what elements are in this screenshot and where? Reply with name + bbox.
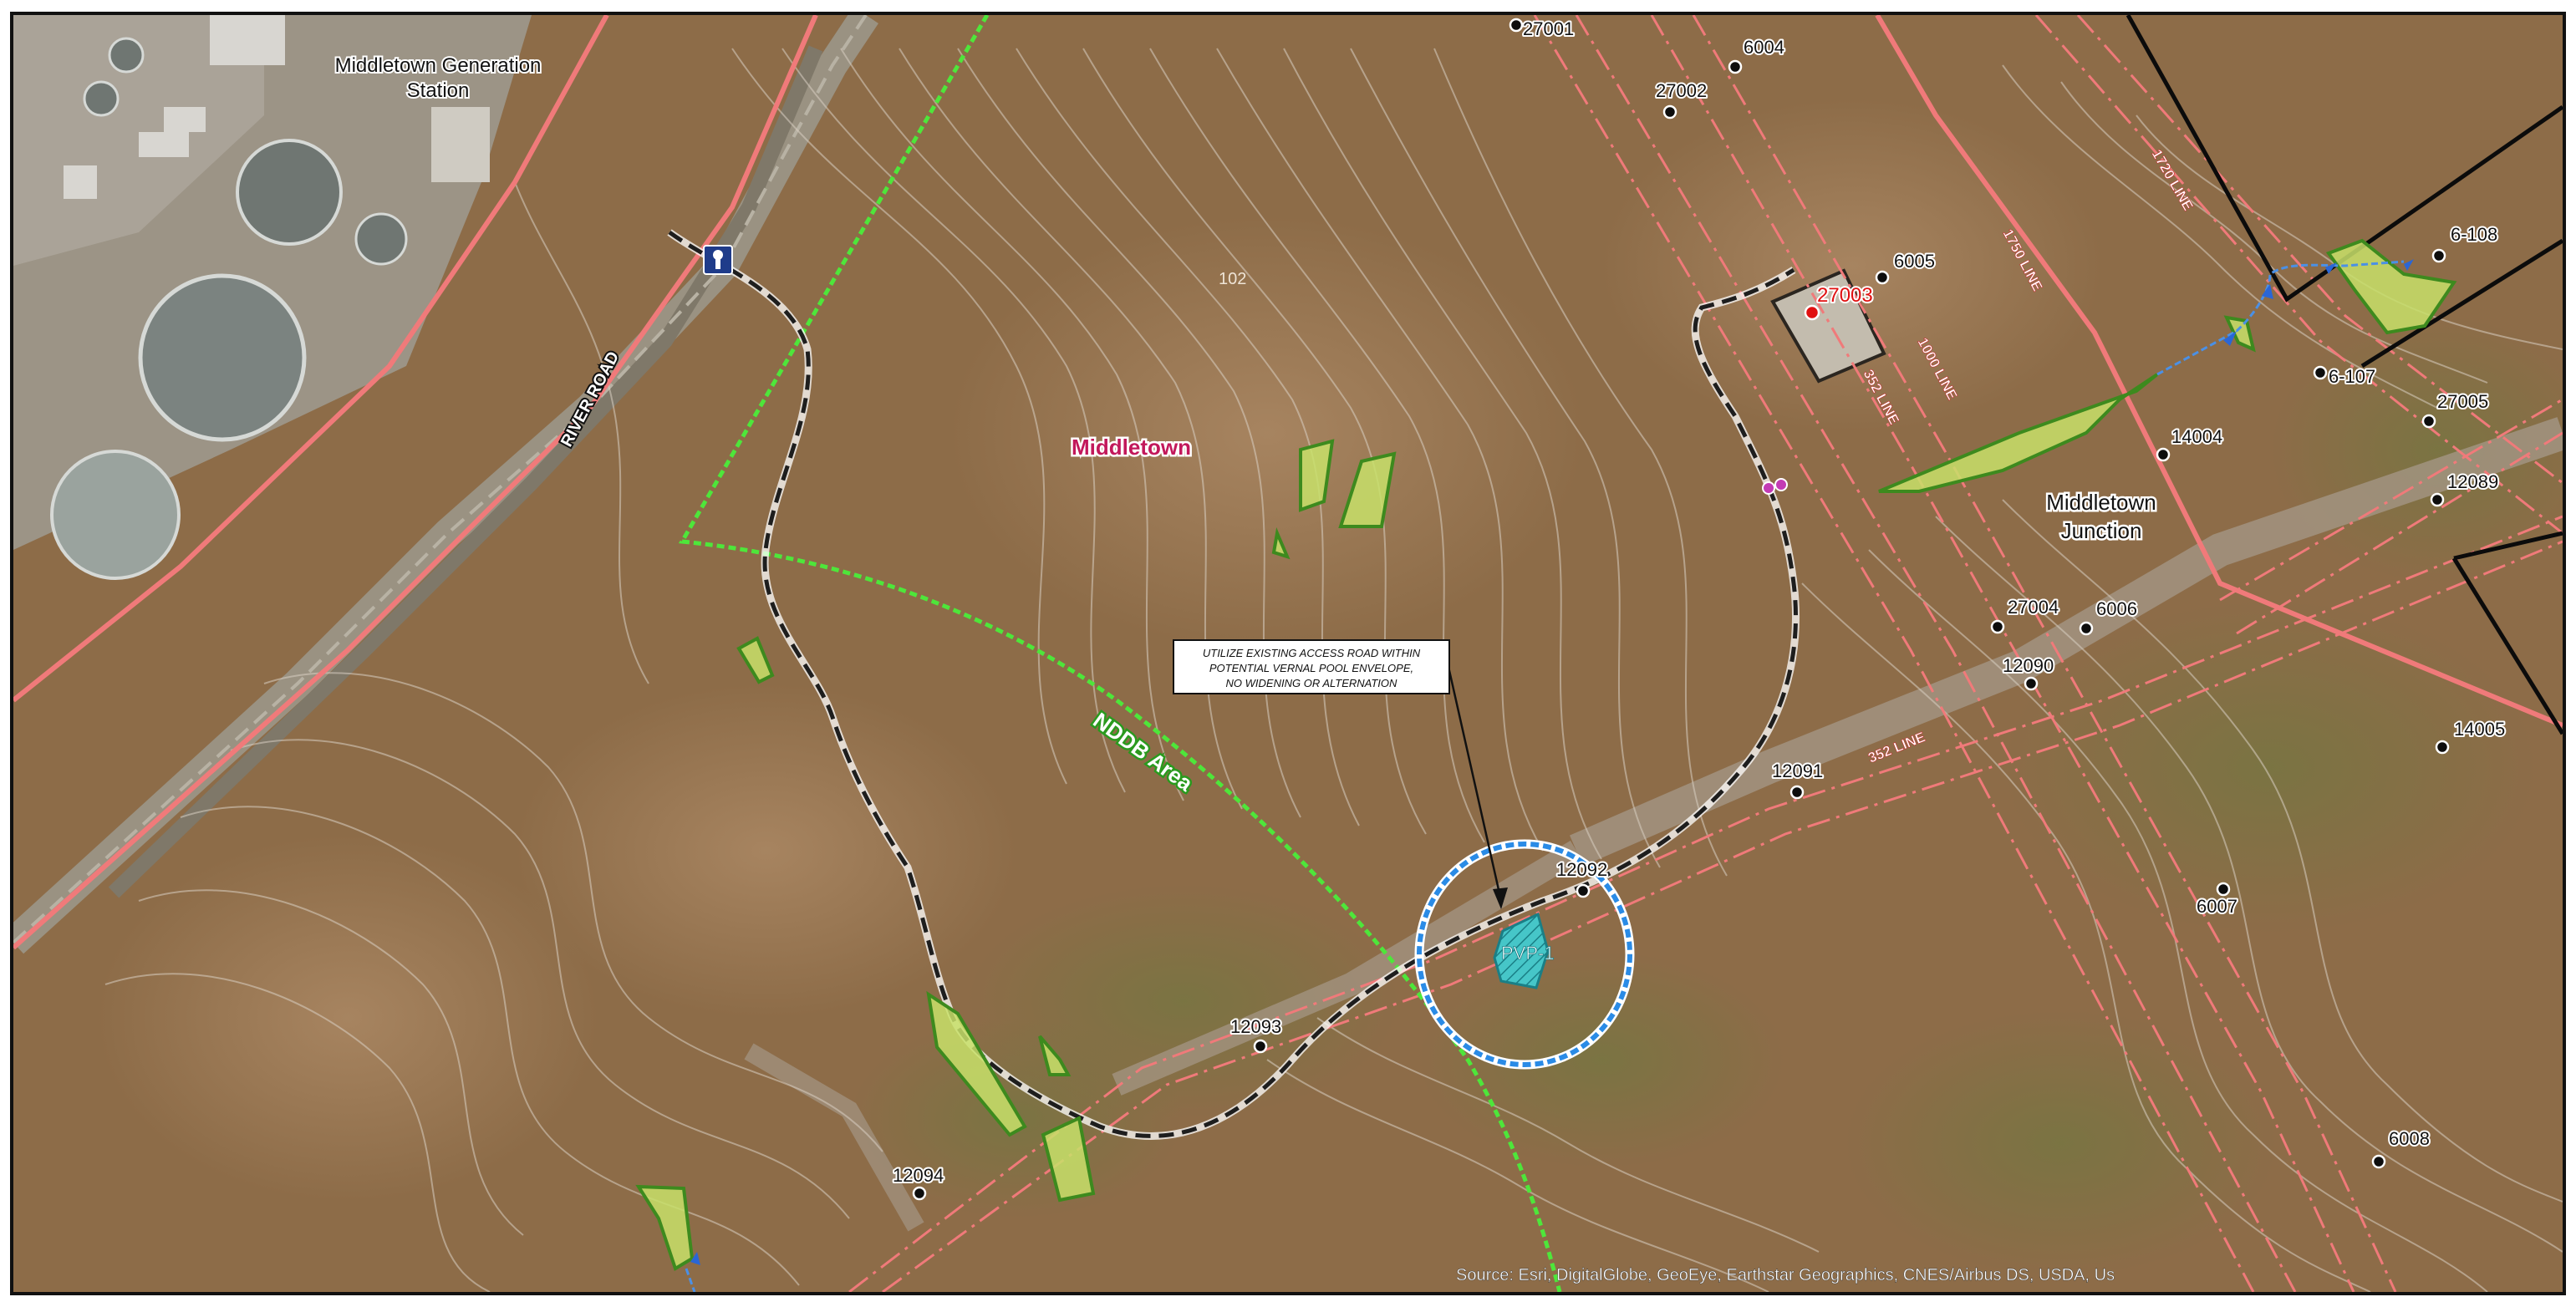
survey-marker-icon (1762, 478, 1788, 495)
structure-label-27005: 27005 (2437, 391, 2488, 412)
map-frame[interactable]: 1720 LINE 1750 LINE 1000 LINE 352 LINE 3… (10, 12, 2566, 1295)
pvp-1-label: PVP-1 (1501, 943, 1555, 964)
structure-label-6-107: 6-107 (2329, 366, 2375, 387)
structure-point-12093[interactable] (1253, 1039, 1268, 1054)
callout-text-1: UTILIZE EXISTING ACCESS ROAD WITHIN (1203, 647, 1421, 659)
storage-tank (138, 273, 307, 442)
wetland-polygon (1271, 527, 1291, 560)
structure-point-6008[interactable] (2371, 1154, 2386, 1169)
structure-label-27002: 27002 (1656, 80, 1707, 101)
pvp-1-polygon (1493, 912, 1550, 989)
wetland-polygon (736, 636, 775, 684)
generation-station-label-line2: Station (407, 79, 470, 102)
junction-label-line2: Junction (2061, 518, 2142, 543)
structure-label-27004: 27004 (2008, 597, 2059, 618)
generation-station-site (13, 15, 532, 580)
structure-label-12092: 12092 (1556, 859, 1607, 880)
wetland-polygon (1299, 439, 1335, 512)
dirt-road (1570, 417, 2563, 867)
structure-point-27002[interactable] (1662, 104, 1677, 120)
structure-point-6-107[interactable] (2313, 365, 2328, 380)
structure-point-27005[interactable] (2421, 414, 2436, 429)
structure-label-12089: 12089 (2447, 471, 2498, 492)
structure-label-6006: 6006 (2096, 598, 2137, 619)
nddb-area-boundary (678, 15, 1562, 1292)
structure-point-27001[interactable] (1509, 18, 1524, 33)
storage-tank (108, 37, 145, 74)
structure-point-12091[interactable] (1789, 785, 1805, 800)
vernal-pool-envelope-dashed (1417, 842, 1632, 1067)
wetland-polygon (2325, 238, 2457, 335)
wetland-areas (635, 238, 2457, 1271)
structure-label-12094: 12094 (893, 1165, 944, 1186)
structure-point-12094[interactable] (912, 1186, 927, 1201)
wetland-polygon (1878, 373, 2159, 493)
parcel-boundary-lines (2125, 15, 2563, 735)
structure-points (912, 18, 2450, 1201)
structure-point-6007[interactable] (2216, 882, 2231, 897)
structure-label-14004: 14004 (2171, 426, 2222, 447)
structure-point-27003[interactable] (1804, 304, 1820, 321)
structure-point-14004[interactable] (2156, 447, 2171, 462)
structure-label-14005: 14005 (2454, 719, 2505, 740)
generation-station-label-line1: Middletown Generation (335, 54, 542, 77)
structure-point-12089[interactable] (2430, 492, 2445, 507)
structure-label-6004: 6004 (1744, 37, 1784, 58)
structure-label-6007: 6007 (2197, 896, 2237, 917)
elevation-label: 102 (1219, 270, 1246, 288)
parking-sign-icon[interactable] (703, 245, 733, 275)
structure-point-12090[interactable] (2024, 676, 2039, 691)
structure-point-6006[interactable] (2079, 621, 2094, 636)
structure-point-6-108[interactable] (2431, 248, 2446, 263)
structure-point-12092[interactable] (1576, 883, 1591, 898)
structure-label-6-108: 6-108 (2451, 224, 2497, 245)
town-label: Middletown (1072, 435, 1191, 460)
structure-label-27001: 27001 (1523, 18, 1574, 39)
contour-lines (104, 48, 2563, 1292)
storage-tank (50, 450, 181, 580)
structure-point-27004[interactable] (1990, 619, 2005, 634)
structure-label-12093: 12093 (1230, 1016, 1281, 1037)
town-boundary-lines (13, 15, 2563, 950)
vegetation-texture (97, 99, 2563, 1277)
structure-label-27003: 27003 (1817, 284, 1873, 307)
storage-tank (236, 139, 343, 246)
rail-corridor (108, 45, 823, 898)
storage-tank (354, 212, 408, 266)
structure-point-6005[interactable] (1875, 270, 1890, 285)
callout-arrowhead (1493, 887, 1508, 909)
structure-label-12090: 12090 (2003, 655, 2054, 676)
map-canvas[interactable]: 1720 LINE 1750 LINE 1000 LINE 352 LINE 3… (13, 15, 2563, 1292)
wetland-polygon (1041, 1116, 1096, 1203)
storage-tank (83, 80, 120, 117)
existing-access-road (667, 229, 1800, 1140)
structure-label-6008: 6008 (2389, 1128, 2430, 1149)
source-attribution: Source: Esri, DigitalGlobe, GeoEye, Eart… (1456, 1266, 2115, 1284)
callout-text-3: NO WIDENING OR ALTERNATION (1226, 677, 1397, 689)
structure-point-14005[interactable] (2435, 740, 2450, 755)
wetland-polygon (1038, 1035, 1072, 1076)
callout-box: UTILIZE EXISTING ACCESS ROAD WITHIN POTE… (1173, 639, 1450, 694)
structure-label-6005: 6005 (1894, 251, 1935, 272)
wetland-polygon (635, 1184, 695, 1271)
junction-label-line1: Middletown (2046, 490, 2156, 515)
wetland-polygon (926, 990, 1027, 1137)
wetland-polygon (1338, 451, 1397, 528)
callout-leader (1447, 666, 1503, 902)
callout-text-2: POTENTIAL VERNAL POOL ENVELOPE, (1209, 662, 1413, 674)
structure-label-12091: 12091 (1772, 760, 1823, 781)
streams (685, 260, 2405, 1292)
structure-labels: 27001 6004 27002 6005 27003 6-108 6-107 … (891, 17, 2507, 1187)
stream-flow-arrows (690, 259, 2414, 1265)
structure-point-6004[interactable] (1728, 59, 1743, 74)
